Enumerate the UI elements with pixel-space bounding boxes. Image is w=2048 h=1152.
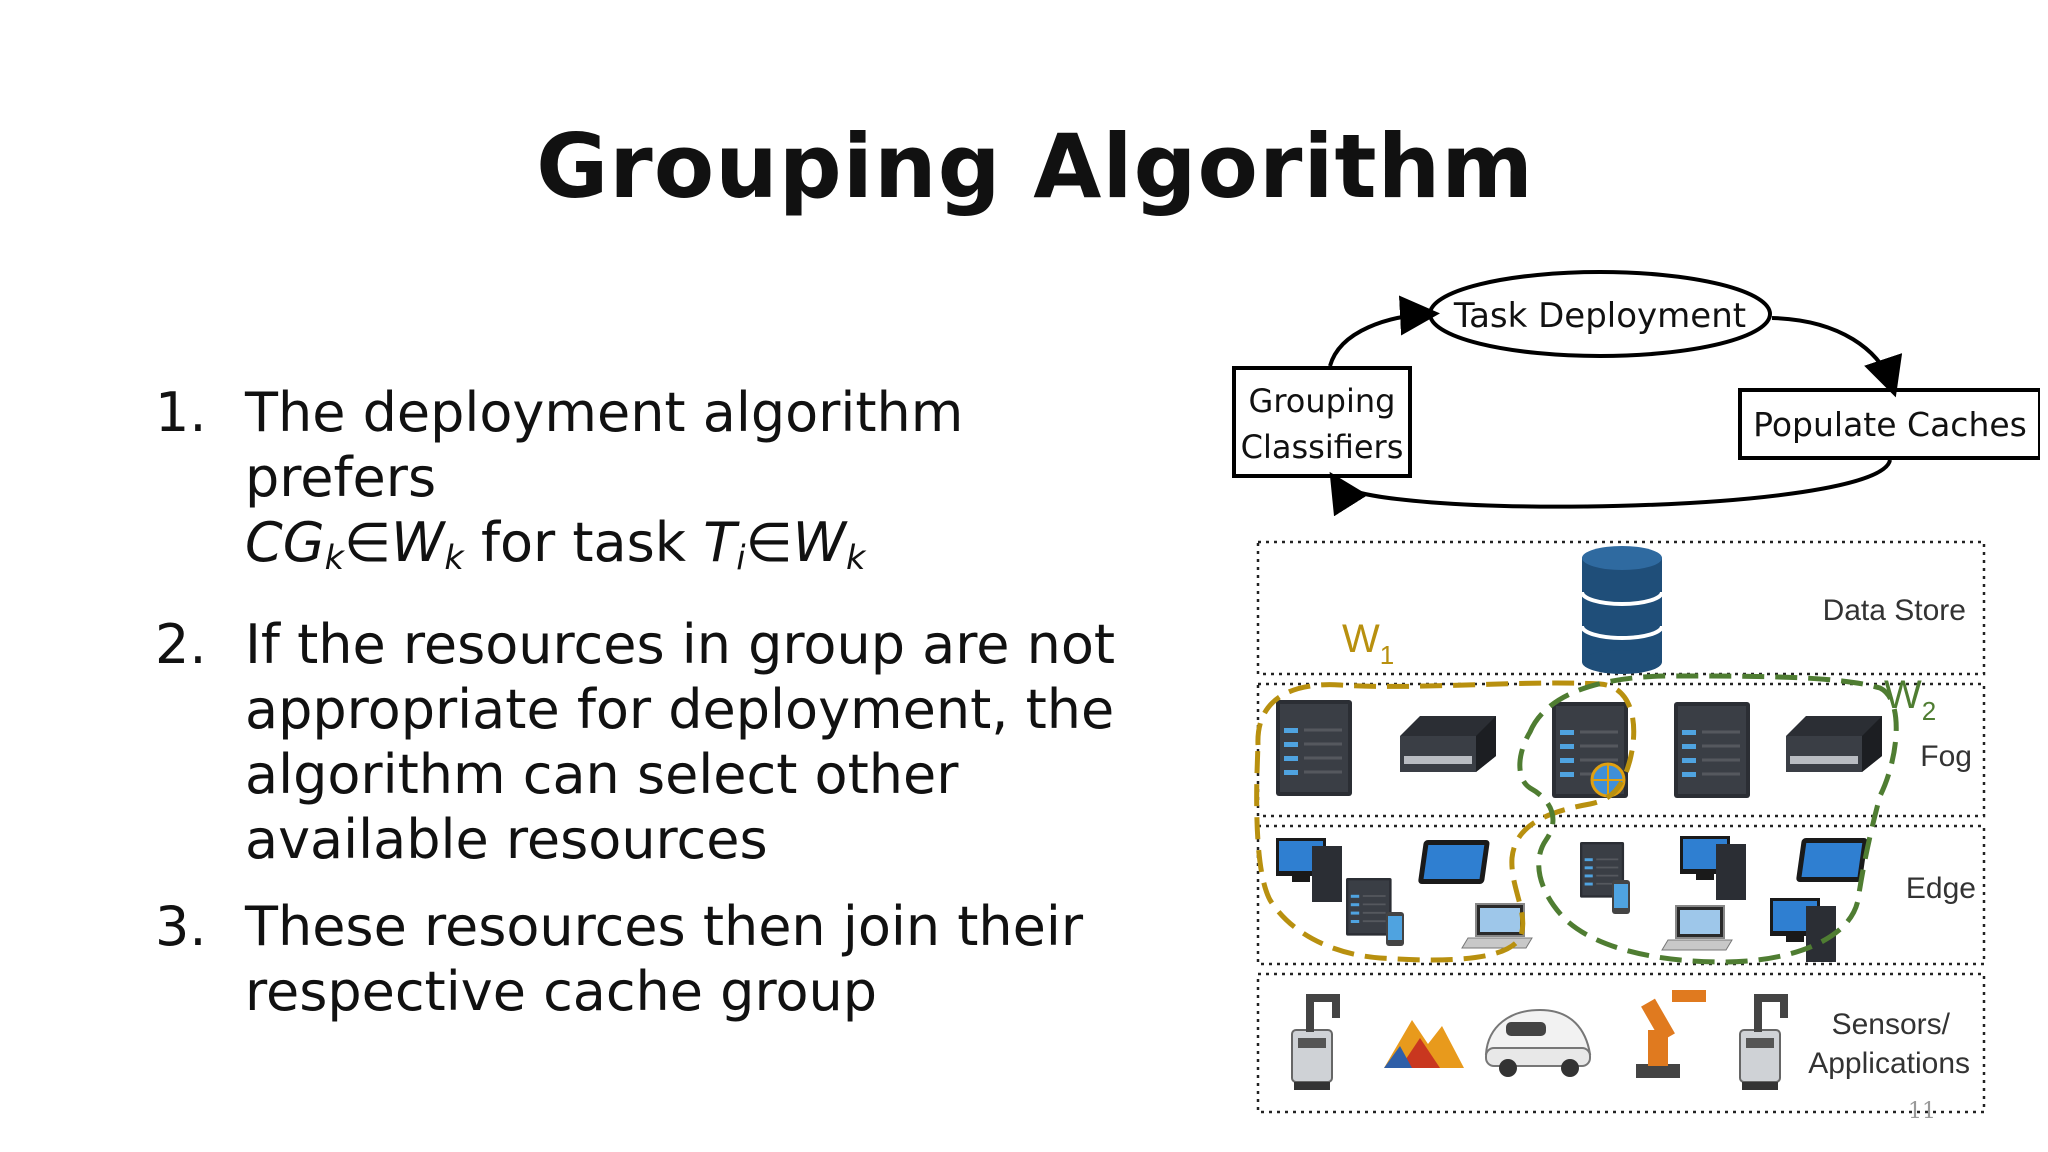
tablet-icon bbox=[1417, 840, 1490, 884]
sensors-label-2: Applications bbox=[1808, 1047, 1970, 1080]
sensors-label-1: Sensors/ bbox=[1832, 1008, 1951, 1041]
data-store-band bbox=[1256, 540, 1986, 676]
group-w1-label: W1 bbox=[1342, 617, 1394, 670]
arrow-grouping-to-deploy bbox=[1328, 295, 1440, 367]
server-tower-icon bbox=[1672, 700, 1752, 800]
cycle-diagram: Task Deployment Grouping Classifiers Pop… bbox=[1232, 270, 2040, 517]
bullet-number: 1. bbox=[155, 381, 207, 444]
grouping-classifiers-box bbox=[1232, 366, 1412, 478]
grouping-classifiers-label-2: Classifiers bbox=[1241, 428, 1404, 466]
group-w2-outline bbox=[1517, 673, 1899, 965]
data-store-label: Data Store bbox=[1823, 594, 1966, 627]
robot-icon bbox=[1291, 993, 1341, 1091]
group-w1-outline bbox=[1254, 680, 1637, 963]
bullet-math: CGk∈Wk bbox=[245, 511, 464, 578]
globe-icon bbox=[1590, 762, 1626, 798]
server-tower-icon bbox=[1274, 698, 1354, 798]
robot-arm-icon bbox=[1636, 990, 1706, 1078]
bullet-text: The deployment algorithm prefers bbox=[245, 381, 964, 509]
car-icon bbox=[1484, 1008, 1592, 1077]
bullet-item-2: 2. If the resources in group are not app… bbox=[155, 612, 1155, 872]
laptop-icon bbox=[1661, 905, 1733, 951]
sensors-band bbox=[1256, 972, 1986, 1114]
page-number: 11 bbox=[1908, 1099, 1936, 1120]
fog-label: Fog bbox=[1920, 740, 1972, 773]
tablet-icon bbox=[1795, 838, 1868, 882]
populate-caches-box bbox=[1738, 388, 2040, 460]
bullet-list: 1. The deployment algorithm prefers CGk∈… bbox=[155, 380, 1155, 1046]
task-deployment-label: Task Deployment bbox=[1453, 296, 1746, 336]
architecture-figure: Task Deployment Grouping Classifiers Pop… bbox=[1232, 270, 2040, 1120]
populate-caches-label: Populate Caches bbox=[1753, 405, 2027, 444]
bullet-item-3: 3. These resources then join their respe… bbox=[155, 894, 1155, 1024]
bullet-text: These resources then join their respecti… bbox=[245, 895, 1084, 1024]
arrow-populate-to-grouping bbox=[1329, 459, 1892, 517]
bullet-text: If the resources in group are not approp… bbox=[245, 613, 1116, 872]
phone-icon bbox=[1612, 880, 1630, 914]
rack-server-icon bbox=[1400, 716, 1496, 772]
database-icon bbox=[1580, 546, 1664, 674]
phone-icon bbox=[1386, 912, 1404, 946]
fog-band bbox=[1256, 682, 1986, 818]
bullet-item-1: 1. The deployment algorithm prefers CGk∈… bbox=[155, 380, 1155, 590]
bullet-number: 2. bbox=[155, 613, 207, 677]
grouping-classifiers-label-1: Grouping bbox=[1249, 382, 1396, 420]
desktop-pc-icon bbox=[1680, 836, 1746, 900]
layer-bands bbox=[1256, 540, 1986, 1114]
desktop-pc-icon bbox=[1276, 838, 1342, 902]
edge-band bbox=[1256, 824, 1986, 966]
bullet-number: 3. bbox=[155, 895, 207, 959]
arrow-deploy-to-populate bbox=[1771, 316, 1903, 398]
rack-server-icon bbox=[1786, 716, 1882, 772]
edge-label: Edge bbox=[1906, 872, 1976, 905]
group-w2-label: W2 bbox=[1884, 673, 1936, 726]
slide-title: Grouping Algorithm bbox=[536, 115, 1534, 218]
robot-icon bbox=[1739, 993, 1789, 1091]
server-tower-icon bbox=[1345, 877, 1393, 937]
mountains-logo-icon bbox=[1384, 1020, 1464, 1068]
